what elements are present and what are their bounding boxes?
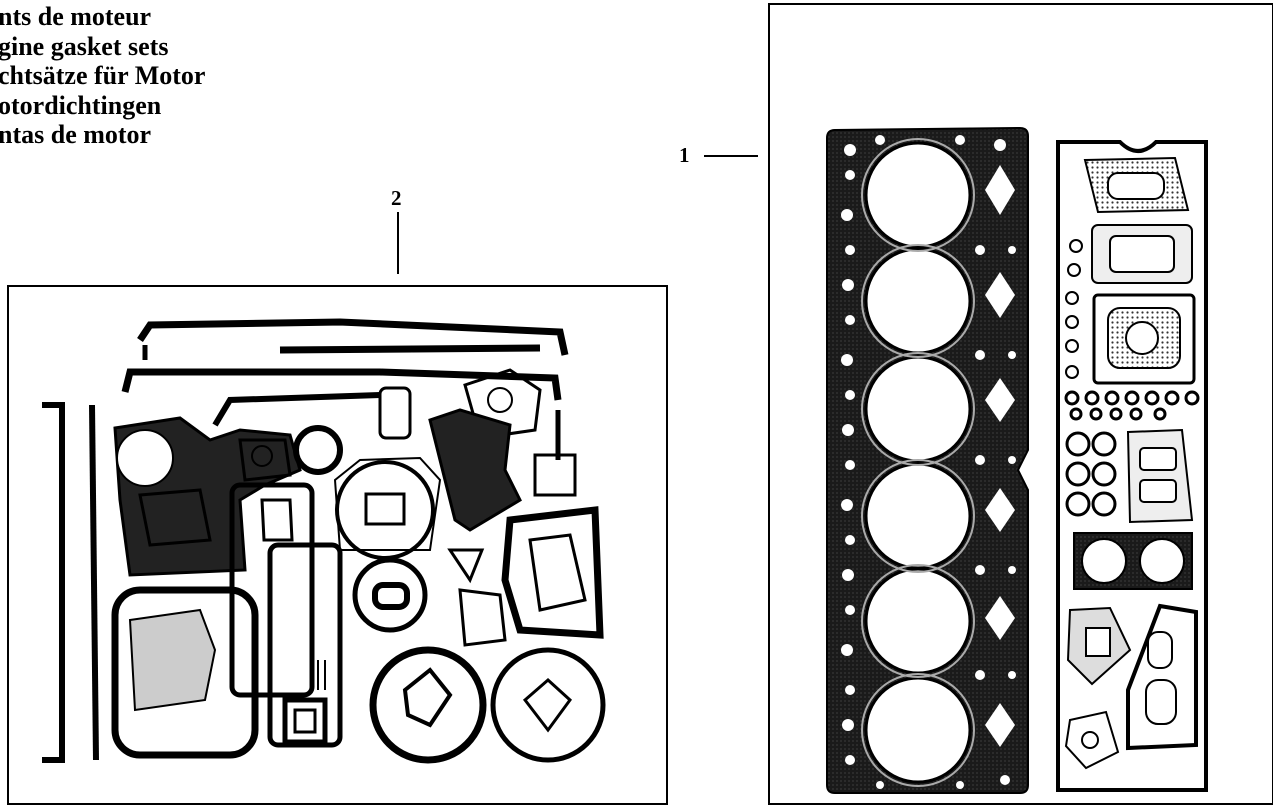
callout-2: 2: [391, 186, 402, 210]
leader-1: [704, 155, 758, 157]
title-fr: nts de moteur: [0, 2, 152, 31]
callout-1: 1: [679, 143, 690, 167]
title-nl: otordichtingen: [0, 90, 162, 120]
title-en: gine gasket sets: [0, 31, 169, 61]
top-end-gasket-sheet: [1056, 140, 1208, 792]
title-de: chtsätze für Motor: [0, 61, 206, 90]
conversion-gasket-set: [42, 318, 606, 764]
cylinder-head-gasket: [826, 126, 1029, 794]
leader-2: [397, 212, 399, 274]
title-block: nts de moteur gine gasket sets chtsätze …: [0, 2, 205, 150]
title-es: ntas de motor: [0, 120, 152, 149]
